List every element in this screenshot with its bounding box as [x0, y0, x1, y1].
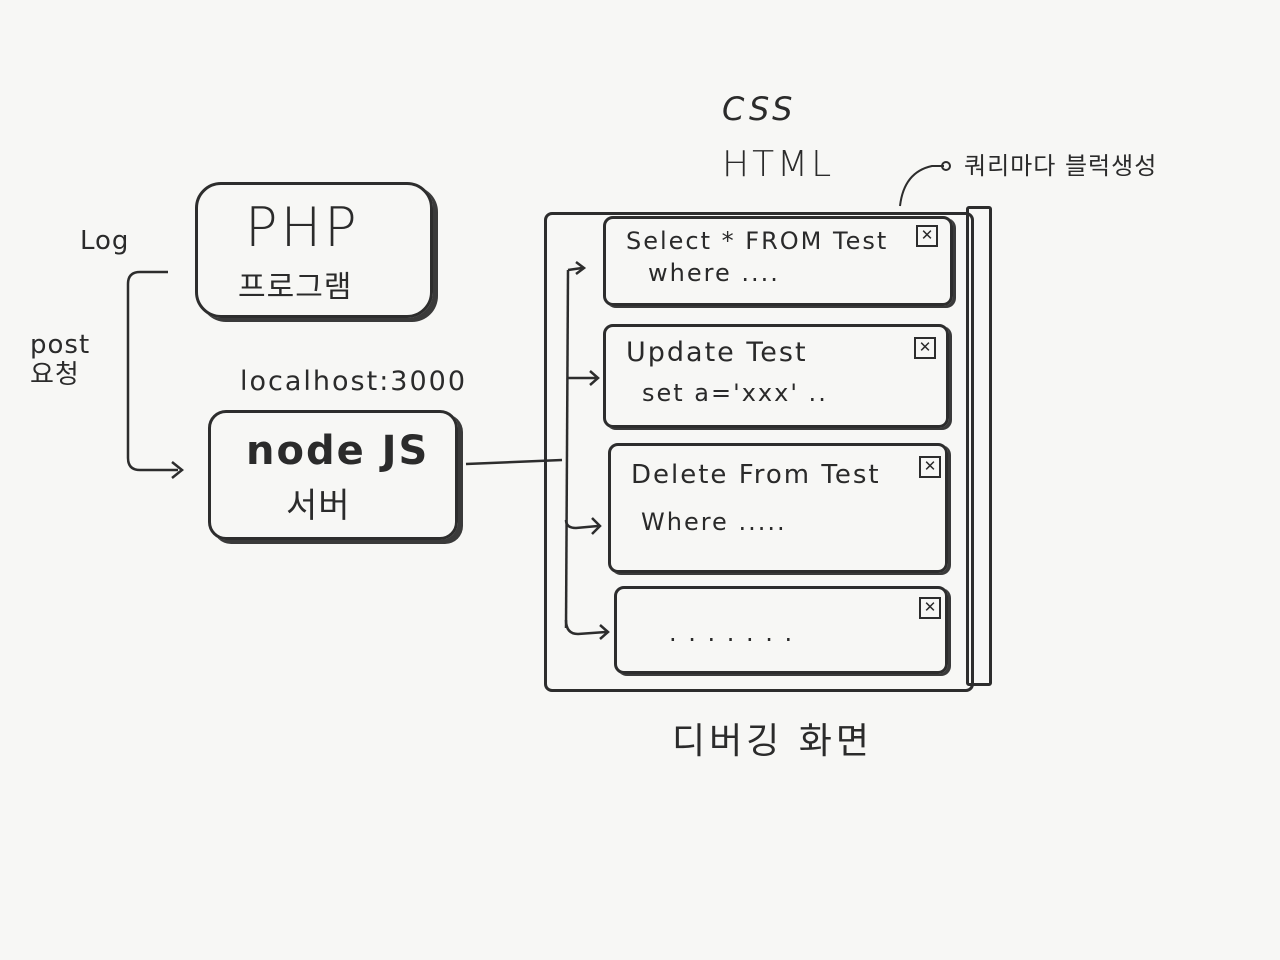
- post-label-line2: 요청: [30, 360, 80, 390]
- query-line: . . . . . . .: [669, 619, 795, 647]
- post-request-label: post 요청: [30, 330, 90, 390]
- php-subtitle: 프로그램: [238, 270, 353, 305]
- arrow-icon: [589, 370, 600, 386]
- nodejs-server-box: [208, 410, 458, 540]
- debug-screen-panel: [544, 212, 974, 692]
- php-program-box: [195, 182, 433, 318]
- block-per-query-note: 쿼리마다 블럭생성: [964, 152, 1158, 180]
- close-icon[interactable]: ✕: [919, 456, 941, 478]
- post-label-line1: post: [30, 330, 91, 360]
- html-label: HTML: [722, 144, 835, 185]
- close-icon[interactable]: ✕: [919, 597, 941, 619]
- arrow-icon: [171, 461, 185, 479]
- nodejs-subtitle: 서버: [286, 486, 351, 526]
- query-line: Update Test: [626, 337, 808, 368]
- close-icon[interactable]: ✕: [914, 337, 936, 359]
- query-line: where ....: [648, 259, 780, 287]
- query-block-select: Select * FROM Test where .... ✕: [603, 216, 953, 306]
- arrow-icon: [575, 261, 587, 275]
- post-request-connector: [126, 270, 178, 472]
- query-line: Select * FROM Test: [626, 227, 889, 255]
- branch-3: [564, 519, 599, 530]
- note-pointer-dot: [941, 161, 951, 171]
- note-pointer: [899, 165, 944, 207]
- arrow-icon: [599, 624, 610, 640]
- localhost-label: localhost:3000: [240, 366, 468, 397]
- query-block-update: Update Test set a='xxx' .. ✕: [603, 324, 949, 428]
- query-line: Delete From Test: [631, 460, 881, 490]
- branch-4: [564, 619, 607, 636]
- nodejs-title: node JS: [246, 428, 430, 474]
- branch-1: [567, 266, 583, 272]
- debug-screen-caption: 디버깅 화면: [672, 721, 874, 762]
- query-block-delete: Delete From Test Where ..... ✕: [608, 443, 948, 573]
- arrow-icon: [591, 517, 602, 535]
- php-title: PHP: [245, 196, 360, 259]
- query-line: Where .....: [641, 508, 787, 536]
- close-icon[interactable]: ✕: [916, 225, 938, 247]
- query-line: set a='xxx' ..: [642, 379, 828, 407]
- log-label: Log: [80, 226, 130, 256]
- scrollbar[interactable]: [966, 206, 992, 686]
- css-label: CSS: [722, 90, 797, 128]
- branch-trunk: [564, 269, 570, 629]
- query-block-more: . . . . . . . ✕: [614, 586, 948, 674]
